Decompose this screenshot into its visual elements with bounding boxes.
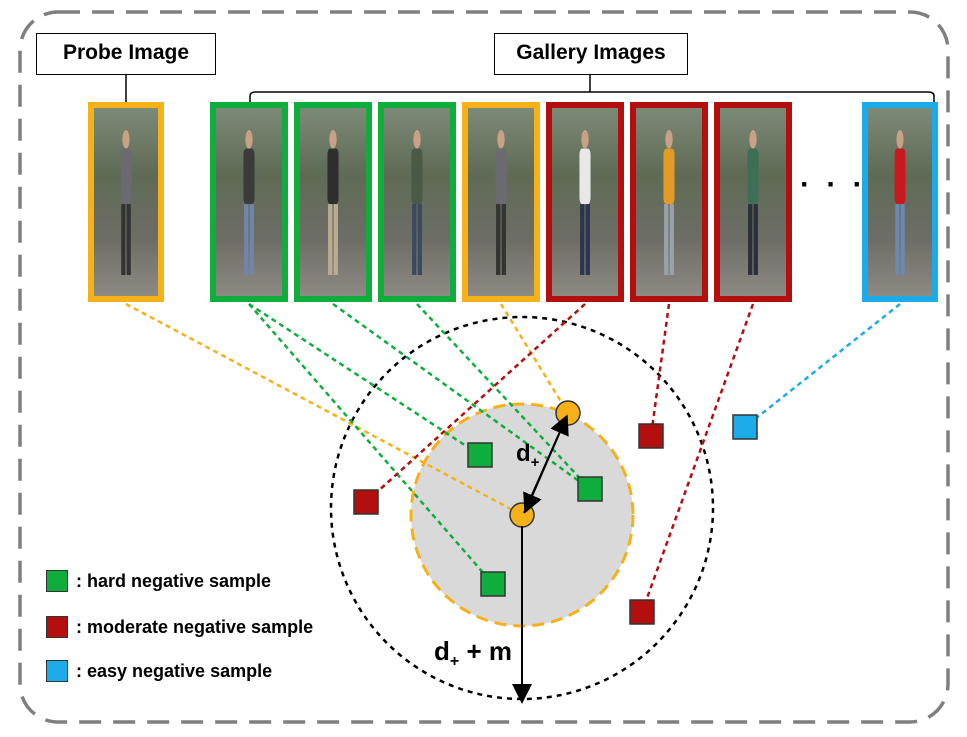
person-figure <box>495 129 507 275</box>
person-figure <box>894 129 906 275</box>
gallery-bracket <box>249 91 935 104</box>
link-line-5 <box>365 303 586 503</box>
person-figure <box>747 129 759 275</box>
hard-sample-3 <box>480 571 506 597</box>
link-line-0 <box>125 302 523 517</box>
margin-label: d+ + m <box>434 636 512 671</box>
link-line-3 <box>416 303 591 490</box>
legend-item-easy: : easy negative sample <box>46 658 272 684</box>
outer-frame <box>18 10 950 724</box>
person-figure <box>327 129 339 275</box>
gallery-image <box>294 102 372 302</box>
legend-hard-text: : hard negative sample <box>76 570 272 591</box>
gallery-image <box>862 102 938 302</box>
hard-swatch <box>46 570 68 592</box>
positive-sample-0 <box>509 502 535 528</box>
link-line-7 <box>640 303 755 613</box>
person-figure <box>663 129 675 275</box>
link-line-6 <box>649 303 671 437</box>
legend-item-moderate: : moderate negative sample <box>46 614 313 640</box>
probe-label: Probe Image <box>36 33 216 75</box>
positive-sample-4 <box>555 400 581 426</box>
d-plus-arrow-back <box>523 417 567 514</box>
link-line-1 <box>248 303 494 585</box>
moderate-swatch <box>46 616 68 638</box>
person-figure <box>120 129 132 275</box>
person-figure <box>579 129 591 275</box>
link-line-4 <box>499 303 570 414</box>
easy-sample-8 <box>732 414 758 440</box>
gallery-image <box>546 102 624 302</box>
person-figure <box>411 129 423 275</box>
legend-easy-text: : easy negative sample <box>76 660 273 681</box>
link-line-8 <box>744 303 901 428</box>
link-line-extra <box>248 302 481 457</box>
legend-item-hard: : hard negative sample <box>46 568 271 594</box>
hard-sample-1 <box>467 442 493 468</box>
gallery-image <box>462 102 540 302</box>
gallery-image <box>714 102 792 302</box>
hard-sample-2 <box>577 476 603 502</box>
gallery-label: Gallery Images <box>494 33 688 75</box>
moderate-sample-6 <box>638 423 664 449</box>
d-plus-label: d+ <box>516 440 540 471</box>
ellipsis: · · · <box>800 168 867 201</box>
legend-moderate-text: : moderate negative sample <box>76 616 314 637</box>
moderate-sample-5 <box>353 489 379 515</box>
gallery-image <box>630 102 708 302</box>
margin-circle <box>329 315 715 701</box>
moderate-sample-7 <box>629 599 655 625</box>
gallery-image <box>378 102 456 302</box>
easy-swatch <box>46 660 68 682</box>
probe-image <box>88 102 164 302</box>
person-figure <box>243 129 255 275</box>
gallery-image <box>210 102 288 302</box>
